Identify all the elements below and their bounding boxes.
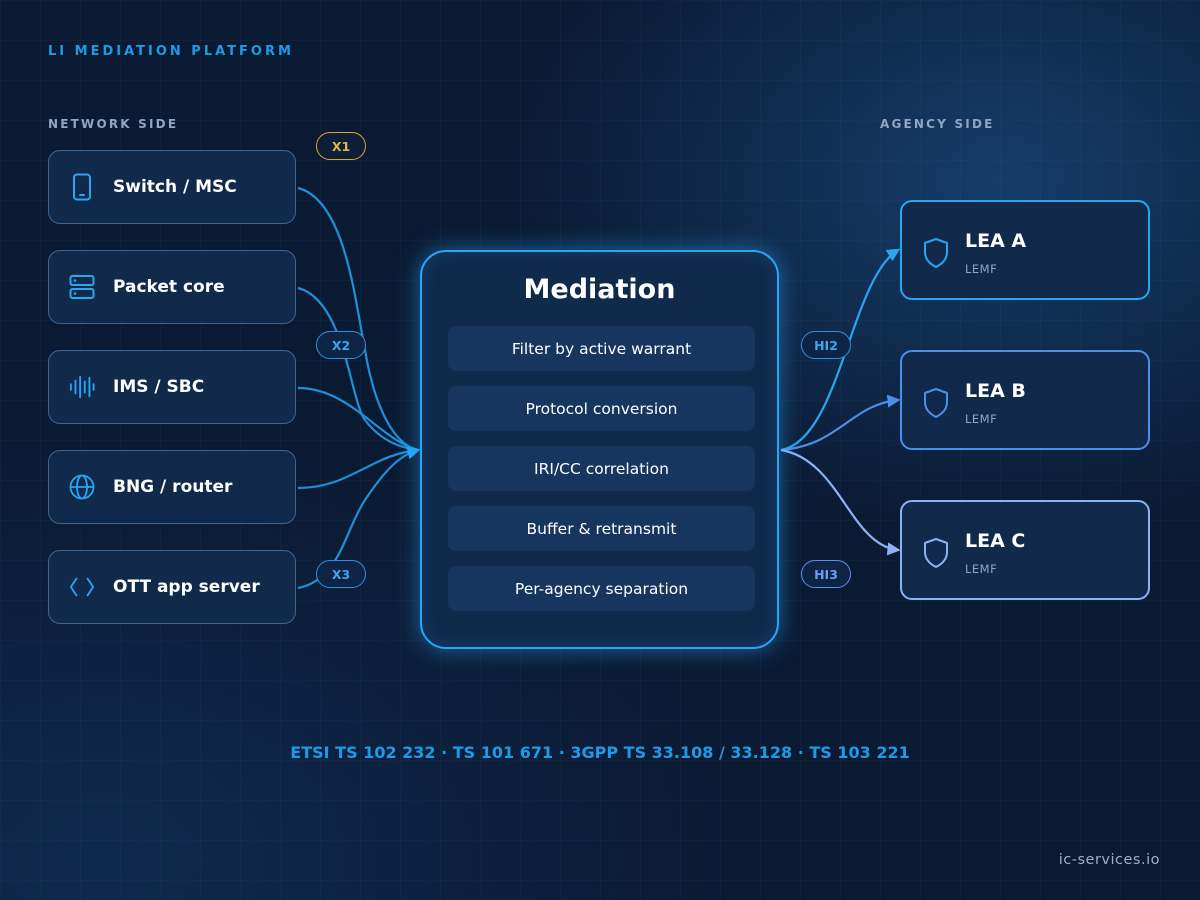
agency-name: LEA B — [965, 380, 1026, 402]
agency-lea-c[interactable]: LEA C LEMF — [900, 500, 1150, 600]
phone-icon — [69, 173, 95, 201]
mediation-step: Per-agency separation — [448, 566, 755, 611]
interface-badge-hi3: HI3 — [801, 560, 851, 588]
mediation-title: Mediation — [523, 274, 676, 305]
network-side-label: NETWORK SIDE — [48, 117, 179, 131]
node-label: OTT app server — [113, 577, 260, 597]
agency-lea-b[interactable]: LEA B LEMF — [900, 350, 1150, 450]
line-bng — [297, 448, 419, 490]
globe-icon — [69, 474, 95, 500]
shield-icon — [922, 387, 950, 419]
interface-badge-x3: X3 — [316, 560, 366, 588]
node-label: Switch / MSC — [113, 177, 237, 197]
shield-icon — [922, 537, 950, 569]
footer-domain: ic-services.io — [1058, 852, 1160, 868]
server-icon — [69, 274, 95, 300]
node-label: Packet core — [113, 277, 225, 297]
shield-icon — [922, 237, 950, 269]
platform-title: LI MEDIATION PLATFORM — [48, 44, 294, 59]
agency-sub: LEMF — [965, 262, 998, 276]
line-lea-b — [780, 394, 901, 452]
node-packet-core[interactable]: Packet core — [48, 250, 296, 324]
agency-sub: LEMF — [965, 412, 998, 426]
agency-lea-a[interactable]: LEA A LEMF — [900, 200, 1150, 300]
agency-sub: LEMF — [965, 562, 998, 576]
node-ims-sbc[interactable]: IMS / SBC — [48, 350, 296, 424]
interface-badge-x2: X2 — [316, 331, 366, 359]
agency-side-label: AGENCY SIDE — [880, 117, 995, 131]
line-ims — [297, 386, 419, 452]
agency-name: LEA C — [965, 530, 1026, 552]
waveform-icon — [69, 374, 95, 400]
mediation-box: Mediation Filter by active warrant Proto… — [420, 250, 779, 649]
line-packet — [297, 286, 419, 452]
interface-badge-hi2: HI2 — [801, 331, 851, 359]
mediation-step: Buffer & retransmit — [448, 506, 755, 551]
interface-badge-x1: X1 — [316, 132, 366, 160]
mediation-step: Protocol conversion — [448, 386, 755, 431]
code-icon — [69, 574, 95, 600]
line-lea-a — [780, 248, 901, 452]
node-bng-router[interactable]: BNG / router — [48, 450, 296, 524]
mediation-step: Filter by active warrant — [448, 326, 755, 371]
node-ott-app-server[interactable]: OTT app server — [48, 550, 296, 624]
node-switch-msc[interactable]: Switch / MSC — [48, 150, 296, 224]
standards-line: ETSI TS 102 232 · TS 101 671 · 3GPP TS 3… — [290, 743, 910, 762]
node-label: IMS / SBC — [113, 377, 205, 397]
mediation-step: IRI/CC correlation — [448, 446, 755, 491]
node-label: BNG / router — [113, 477, 233, 497]
agency-name: LEA A — [965, 230, 1027, 252]
line-lea-c — [780, 448, 901, 556]
